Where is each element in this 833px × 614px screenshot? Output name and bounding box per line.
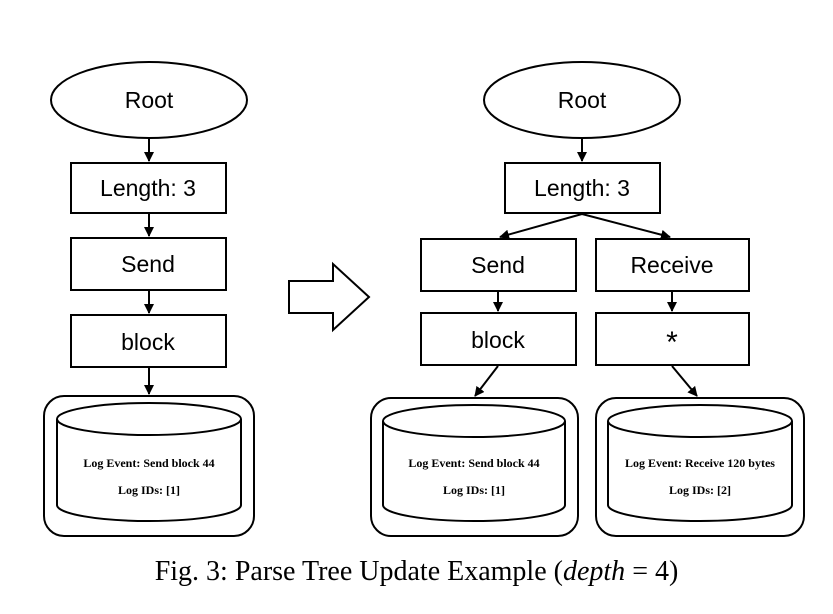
left-root-label: Root	[125, 87, 174, 113]
right-cylinder-b-top	[607, 404, 793, 438]
left-length-node	[70, 162, 227, 214]
left-tree: Root Length: 3 Send block Log Event: Sen…	[43, 61, 255, 537]
right-tree: Root Length: 3 Send block Log Event: Sen…	[370, 61, 805, 537]
left-log-group: Log Event: Send block 44 Log IDs: [1]	[43, 395, 255, 537]
right-log-ids-a: Log IDs: [1]	[443, 483, 505, 497]
right-arrow-length-send	[499, 213, 583, 240]
left-cylinder-body	[56, 419, 242, 522]
parse-tree-diagram: Root Length: 3 Send block Log Event: Sen…	[43, 61, 805, 537]
caption-equals: = 4)	[625, 556, 679, 587]
left-log-ids: Log IDs: [1]	[118, 483, 180, 497]
left-length-label: Length: 3	[100, 175, 196, 201]
caption-variable: depth	[562, 556, 626, 587]
right-cylinder-a-body	[382, 421, 566, 522]
right-receive-label: Receive	[630, 252, 713, 278]
right-root-label: Root	[558, 87, 607, 113]
right-branch-send: Send block Log Event: Send block 44 Log …	[370, 238, 579, 537]
right-log-group-a: Log Event: Send block 44 Log IDs: [1]	[370, 397, 579, 537]
right-log-event-b: Log Event: Receive 120 bytes	[625, 456, 775, 470]
right-block-node	[420, 312, 577, 366]
right-block-label: block	[471, 327, 525, 353]
left-log-event: Log Event: Send block 44	[83, 456, 214, 470]
caption-prefix: Fig. 3: Parse Tree Update Example (	[154, 556, 563, 587]
figure-caption: Fig. 3: Parse Tree Update Example (depth…	[0, 556, 833, 588]
left-block-label: block	[121, 329, 175, 355]
right-send-node	[420, 238, 577, 292]
right-cylinder-a-top	[382, 404, 566, 438]
right-length-label: Length: 3	[534, 175, 630, 201]
right-cylinder-b-body	[607, 421, 793, 522]
right-arrow-length-receive	[581, 213, 671, 240]
right-log-event-a: Log Event: Send block 44	[408, 456, 539, 470]
transition-arrow-icon	[288, 261, 371, 333]
left-cylinder-top	[56, 402, 242, 436]
right-wildcard-label: *	[666, 326, 678, 359]
right-log-group-b: Log Event: Receive 120 bytes Log IDs: [2…	[595, 397, 805, 537]
right-arrow-block-db	[474, 365, 499, 397]
right-arrow-wildcard-db	[671, 365, 698, 397]
right-send-label: Send	[471, 252, 525, 278]
right-branch-receive: Receive * Log Event: Receive 120 bytes L…	[595, 238, 805, 537]
right-wildcard-node	[595, 312, 750, 366]
left-send-label: Send	[121, 251, 175, 277]
right-length-node	[504, 162, 661, 214]
right-log-ids-b: Log IDs: [2]	[669, 483, 731, 497]
left-block-node	[70, 314, 227, 368]
